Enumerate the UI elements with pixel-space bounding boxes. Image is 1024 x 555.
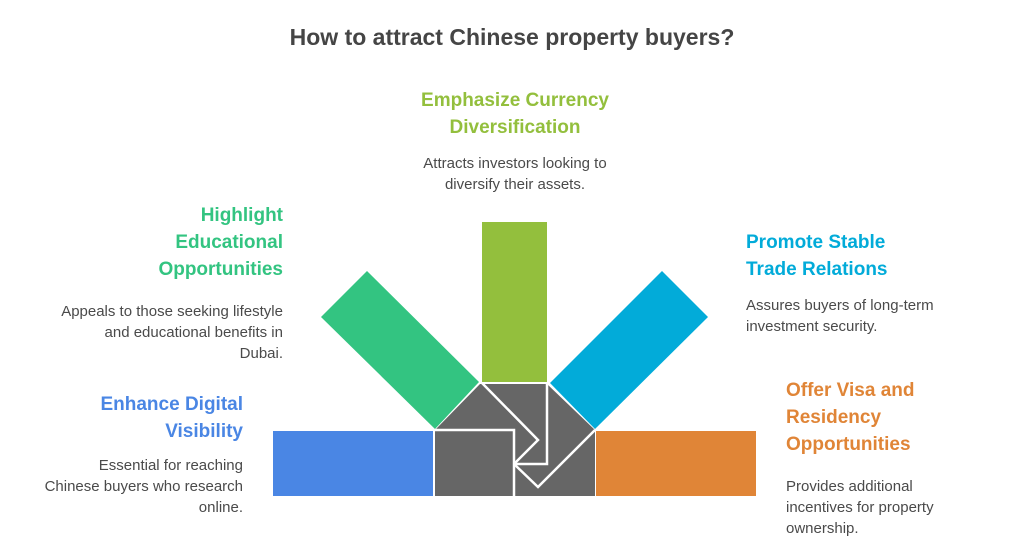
center-hub-lines [435, 382, 596, 496]
bar-digital-visibility [273, 431, 433, 496]
item-digital-visibility: Enhance Digital Visibility Essential for… [40, 391, 243, 518]
item-visa: Offer Visa and Residency Opportunities P… [786, 377, 976, 539]
item-description: Provides additional incentives for prope… [786, 478, 934, 537]
page-title: How to attract Chinese property buyers? [289, 24, 735, 50]
item-heading: Offer Visa and Residency Opportunities [786, 380, 915, 455]
bar-educational [321, 271, 479, 429]
item-description: Essential for reaching Chinese buyers wh… [44, 457, 243, 516]
item-description: Assures buyers of long-term investment s… [746, 297, 934, 335]
bar-currency [482, 222, 547, 382]
item-heading: Highlight Educational Opportunities [158, 205, 283, 280]
item-trade: Promote Stable Trade Relations Assures b… [746, 229, 946, 337]
item-currency: Emphasize Currency Diversification Attra… [385, 87, 645, 195]
item-heading: Enhance Digital Visibility [100, 394, 243, 442]
bar-visa [596, 431, 756, 496]
item-description: Attracts investors looking to diversify … [423, 155, 607, 193]
item-educational: Highlight Educational Opportunities Appe… [60, 202, 283, 364]
item-heading: Promote Stable Trade Relations [746, 232, 888, 280]
item-heading: Emphasize Currency Diversification [421, 90, 609, 138]
item-description: Appeals to those seeking lifestyle and e… [61, 303, 283, 362]
bar-trade [550, 271, 708, 429]
